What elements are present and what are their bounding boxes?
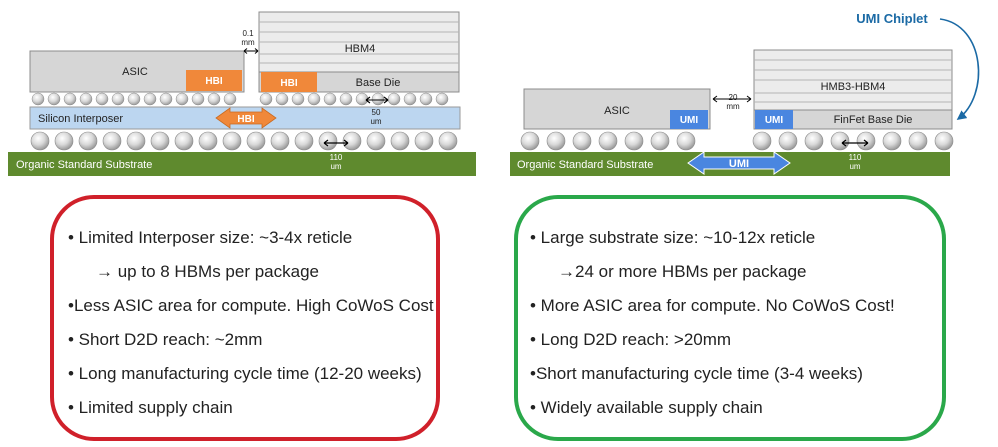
interposer-hbi-arrow (215, 107, 277, 129)
interposer-hbi-label: HBI (237, 114, 254, 125)
asic-label-right: ASIC (604, 105, 630, 117)
umi-line-1: • Large substrate size: ~10-12x reticle (530, 228, 816, 247)
asic-umi-label: UMI (680, 115, 699, 126)
c4-bumps-left (30, 131, 458, 151)
base-umi-block (755, 110, 793, 129)
umi-line-6: • Widely available supply chain (530, 398, 763, 417)
umi-line-4: • Long D2D reach: >20mm (530, 330, 732, 349)
umi-line-5: •Short manufacturing cycle time (3-4 wee… (530, 364, 863, 383)
asic-label-left: ASIC (122, 66, 148, 78)
organic-substrate-right-label: Organic Standard Substrate (517, 159, 653, 171)
asic-umi-block (670, 110, 708, 129)
substrate-pitch-left-arrow (323, 139, 349, 147)
packaging-diagram: Organic Standard Substrate 110 um Silico… (8, 11, 980, 176)
umi-line-3: • More ASIC area for compute. No CoWoS C… (530, 296, 895, 315)
substrate-pitch-left-unit: um (330, 162, 341, 171)
substrate-pitch-left-value: 110 (330, 153, 343, 162)
base-hbi-label: HBI (280, 78, 297, 89)
finfet-base-die (753, 109, 953, 130)
d2d-gap-right-unit: mm (726, 102, 740, 111)
d2d-gap-right-arrow (712, 95, 752, 103)
umi-benefits-box (514, 195, 946, 441)
cowos-line-6: • Limited supply chain (68, 398, 233, 417)
umi-chiplet-callout-arrow (939, 18, 980, 120)
d2d-gap-left-arrow (243, 48, 259, 54)
substrate-pitch-right-arrow (841, 139, 869, 147)
organic-substrate-left (8, 152, 476, 176)
d2d-gap-left-unit: mm (241, 38, 255, 47)
cowos-diagram: Organic Standard Substrate 110 um Silico… (8, 11, 476, 176)
asic-hbi-block (186, 70, 242, 91)
hmb3-hbm4-label: HMB3-HBM4 (821, 81, 886, 93)
substrate-umi-arrow (687, 151, 791, 175)
cowos-line-5: • Long manufacturing cycle time (12-20 w… (68, 364, 422, 383)
substrate-umi-label: UMI (729, 158, 749, 170)
microbump-pitch-arrow (365, 96, 389, 104)
silicon-interposer-label: Silicon Interposer (38, 113, 123, 125)
substrate-pitch-right-unit: um (849, 162, 860, 171)
finfet-base-die-label: FinFet Base Die (834, 114, 913, 126)
base-umi-label: UMI (765, 115, 784, 126)
hmb3-hbm4-stack (753, 49, 953, 111)
cowos-line-1: • Limited Interposer size: ~3-4x reticle (68, 228, 353, 247)
cowos-limitations-box (50, 195, 440, 441)
organic-substrate-left-label: Organic Standard Substrate (16, 159, 152, 171)
d2d-gap-left-value: 0.1 (242, 29, 254, 38)
c4-bumps-right (520, 131, 954, 151)
hbm4-stack (258, 11, 460, 73)
asic-hbi-label: HBI (205, 76, 222, 87)
substrate-pitch-right-value: 110 (849, 153, 862, 162)
cowos-line-3: •Less ASIC area for compute. High CoWoS … (68, 296, 434, 315)
microbump-pitch-value: 50 (372, 108, 381, 117)
umi-chiplet-callout: UMI Chiplet (856, 11, 928, 26)
cowos-line-2: → up to 8 HBMs per package (96, 262, 320, 281)
base-hbi-block (261, 72, 317, 92)
microbump-pitch-unit: um (370, 117, 381, 126)
cowos-line-4: • Short D2D reach: ~2mm (68, 330, 263, 349)
d2d-gap-right-value: 20 (729, 93, 738, 102)
base-die-left-label: Base Die (356, 77, 401, 89)
hbm4-label: HBM4 (345, 43, 376, 55)
micro-bumps-left (31, 92, 449, 106)
umi-diagram: Organic Standard Substrate UMI 110 um AS… (510, 11, 980, 176)
umi-line-2: →24 or more HBMs per package (558, 262, 807, 281)
